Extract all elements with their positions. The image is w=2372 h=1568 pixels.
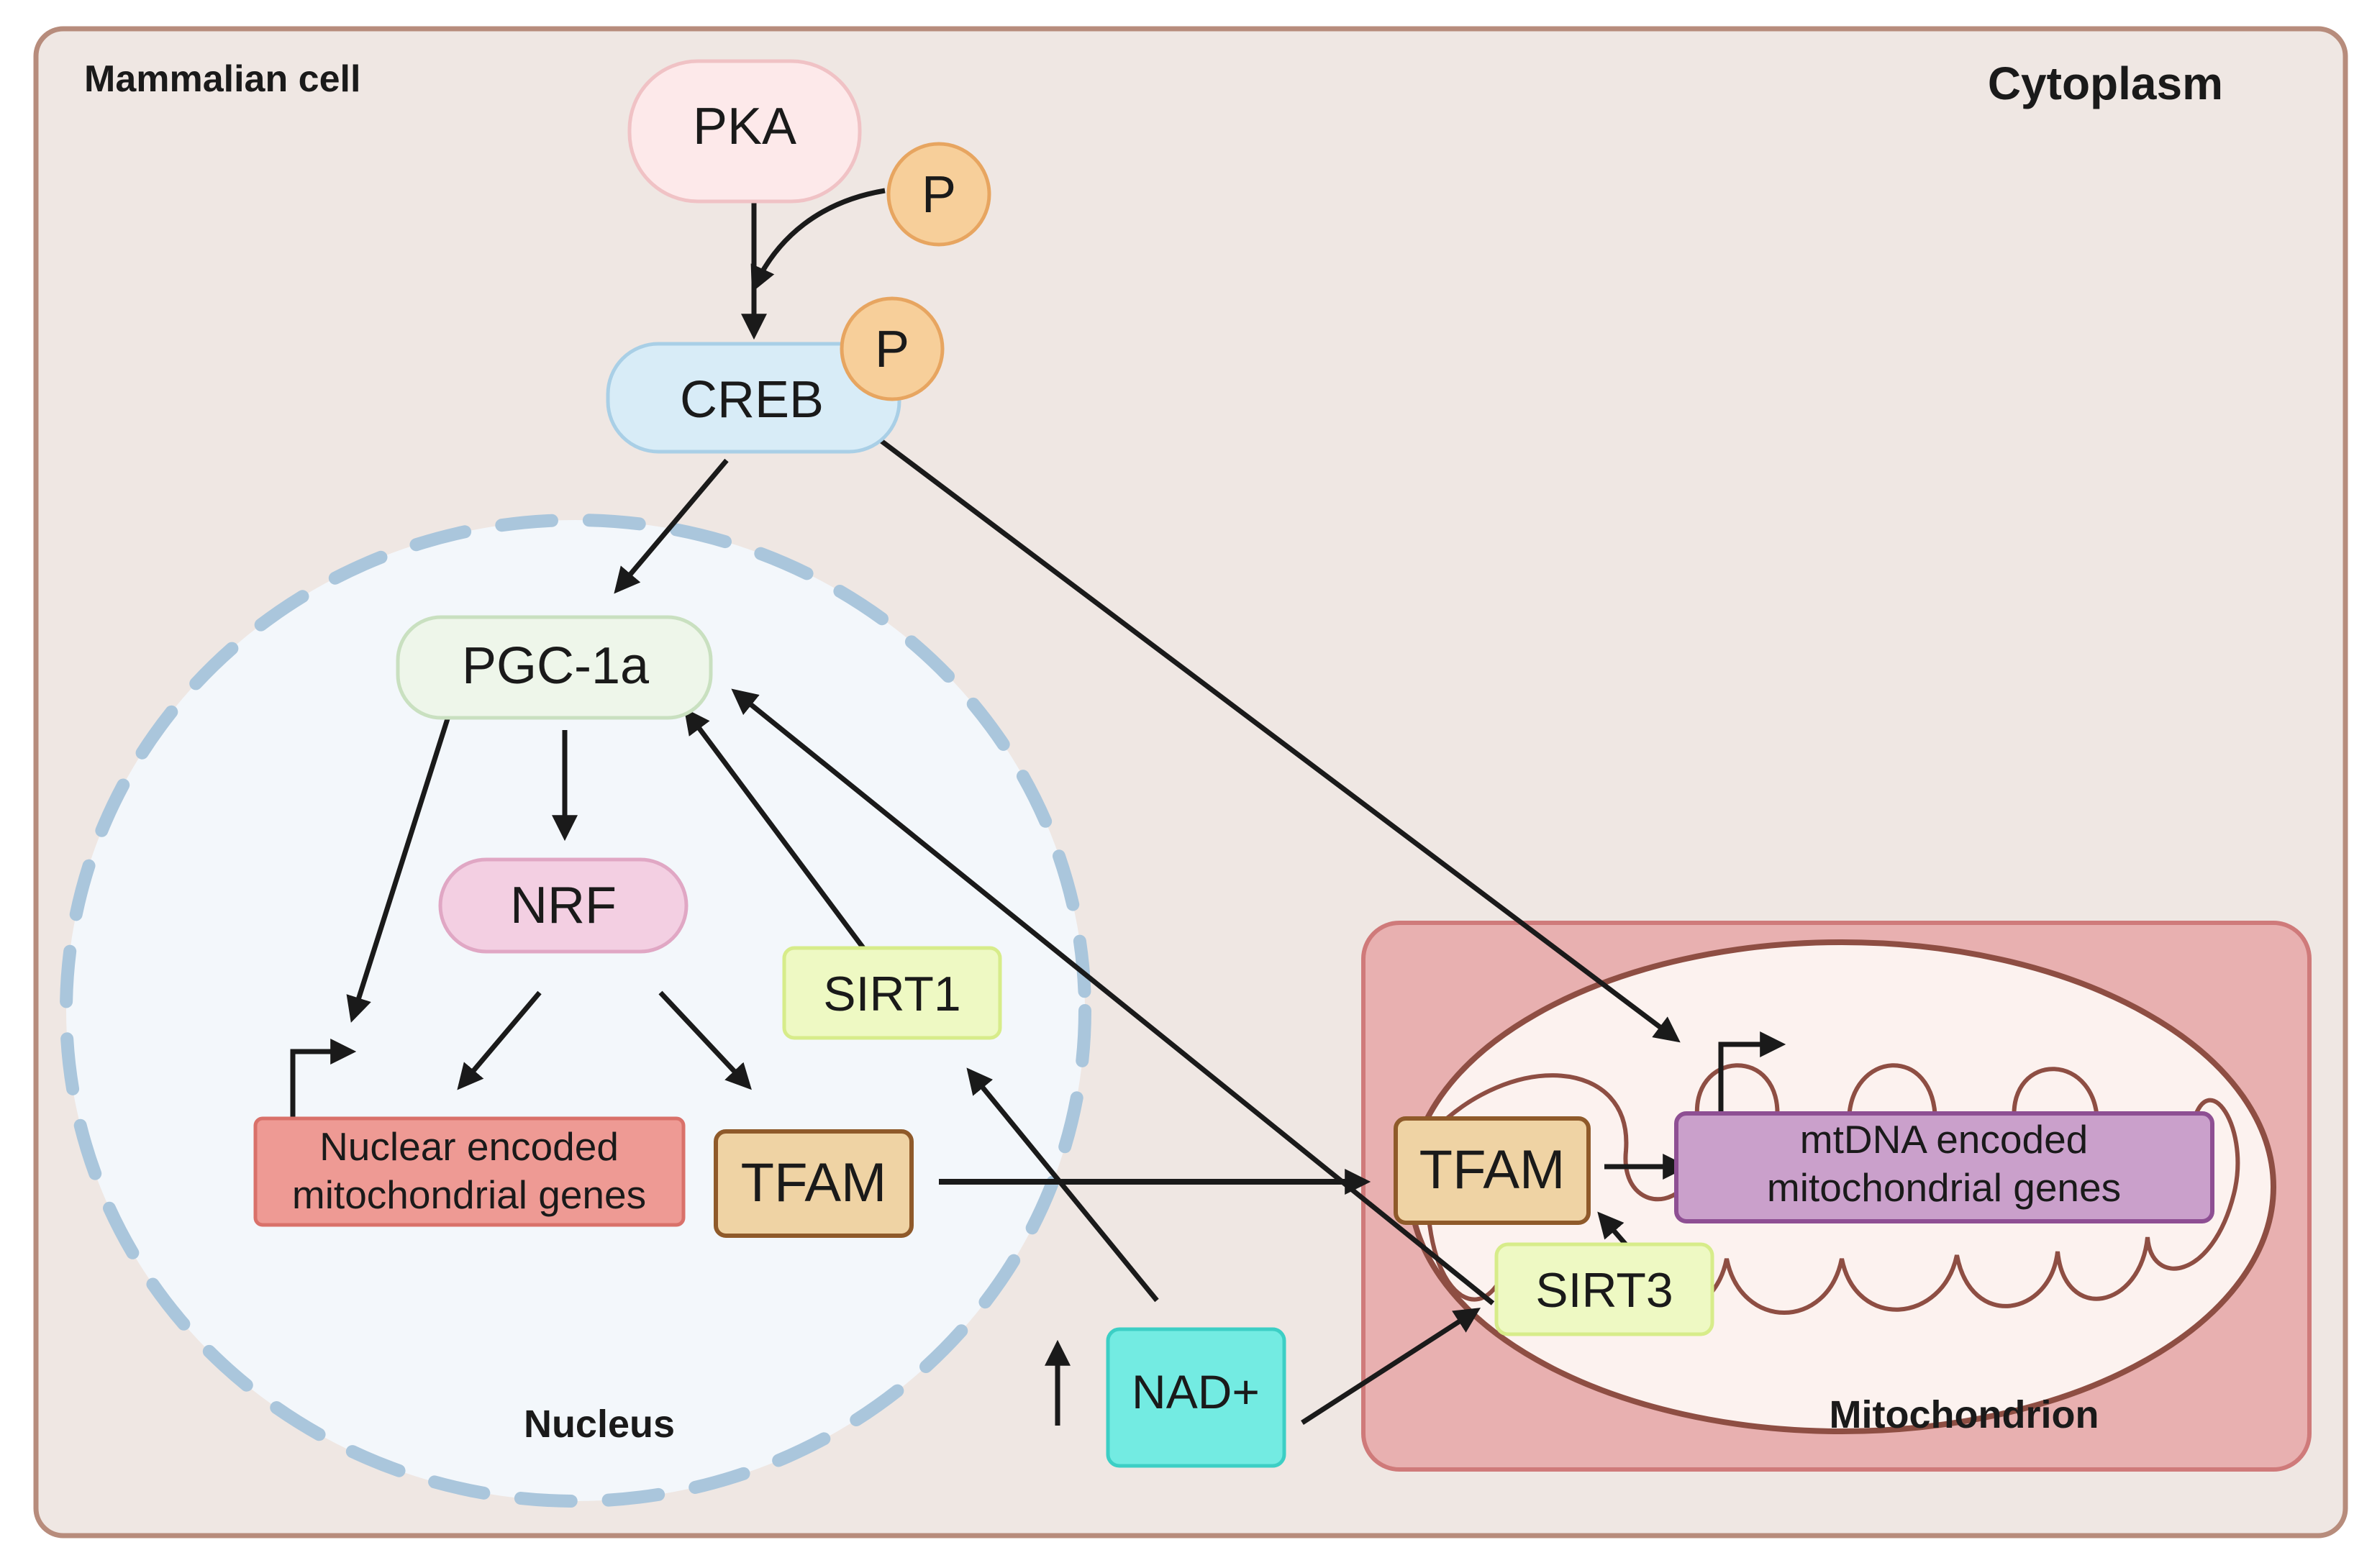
nrf-node: NRF	[438, 857, 689, 954]
arrow-creb-pgc	[614, 458, 729, 594]
mitochondrion-label: Mitochondrion	[1830, 1393, 2099, 1436]
svg-text:TFAM: TFAM	[1419, 1139, 1566, 1200]
svg-text:Nuclear encoded: Nuclear encoded	[319, 1124, 619, 1169]
creb-node: CREB	[606, 342, 901, 454]
arrow-p-phosphorylation	[750, 188, 886, 293]
cytoplasm-label: Cytoplasm	[1988, 58, 2223, 109]
arrow-nrf-nuclear-genes	[457, 990, 542, 1090]
phosphate-2: P	[840, 296, 945, 401]
svg-text:NRF: NRF	[510, 877, 617, 934]
svg-text:SIRT3: SIRT3	[1535, 1263, 1673, 1318]
arrow-sirt3-pgc	[731, 688, 1495, 1305]
svg-text:CREB: CREB	[680, 371, 824, 429]
svg-text:NAD+: NAD+	[1132, 1365, 1260, 1418]
promoter-arrow-mtdna	[1718, 1031, 1786, 1115]
nad-node: NAD+	[1106, 1327, 1286, 1468]
arrow-pgc-nuclear-genes	[346, 711, 453, 1023]
tfam-nucleus-node: TFAM	[714, 1129, 914, 1238]
svg-text:P: P	[922, 166, 956, 224]
svg-text:P: P	[875, 321, 909, 378]
arrow-creb-mito	[865, 428, 1681, 1043]
arrow-nad-sirt1	[966, 1067, 1159, 1303]
pka-node: PKA	[627, 59, 862, 204]
cell-label: Mammalian cell	[84, 58, 360, 100]
nucleus	[60, 514, 1091, 1508]
arrows	[290, 188, 1786, 1426]
nucleus-label: Nucleus	[524, 1403, 675, 1446]
tfam-mito-node: TFAM	[1394, 1116, 1591, 1225]
mtdna-encoded-genes-node: mtDNA encoded mitochondrial genes	[1674, 1111, 2214, 1223]
arrow-nad-sirt3	[1301, 1308, 1481, 1425]
nuclear-encoded-genes-node: Nuclear encoded mitochondrial genes	[253, 1116, 686, 1227]
arrow-nrf-tfam	[658, 990, 752, 1090]
promoter-arrow-nuclear	[290, 1039, 357, 1118]
svg-text:mitochondrial genes: mitochondrial genes	[1767, 1165, 2121, 1210]
phosphate-1: P	[886, 142, 991, 247]
pgc1a-node: PGC-1a	[396, 615, 713, 720]
svg-text:mitochondrial genes: mitochondrial genes	[292, 1172, 646, 1217]
arrow-sirt1-pgc	[683, 708, 865, 950]
svg-text:PKA: PKA	[693, 98, 796, 155]
svg-text:PGC-1a: PGC-1a	[462, 637, 650, 695]
svg-text:SIRT1: SIRT1	[823, 967, 960, 1021]
svg-text:TFAM: TFAM	[741, 1152, 887, 1213]
sirt1-node: SIRT1	[782, 946, 1002, 1040]
sirt3-node: SIRT3	[1494, 1242, 1714, 1336]
svg-text:mtDNA encoded: mtDNA encoded	[1800, 1117, 2089, 1162]
